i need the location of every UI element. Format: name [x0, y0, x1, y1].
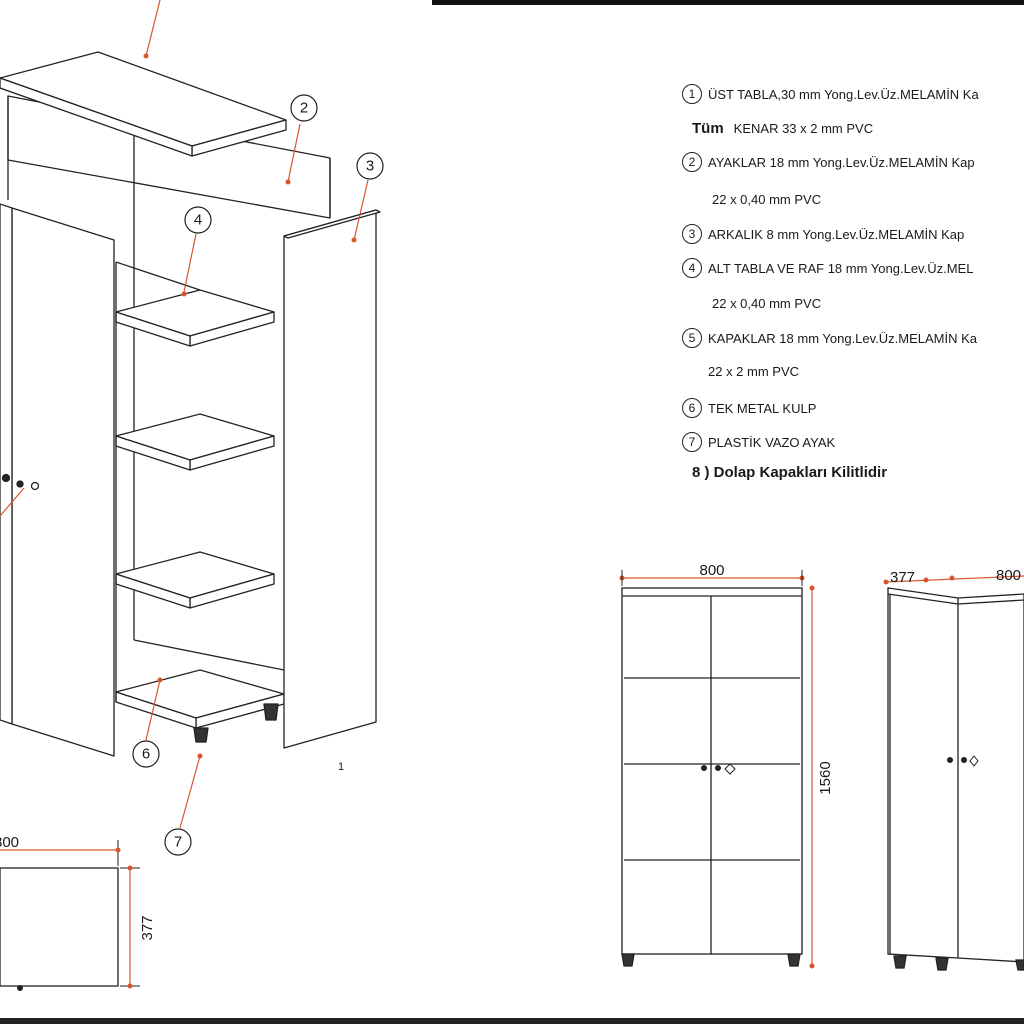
legend-text-4: ALT TABLA VE RAF 18 mm Yong.Lev.Üz.MEL [708, 260, 974, 276]
side-view [887, 587, 1024, 971]
callout-2 [290, 94, 318, 122]
legend-num-1: 1 [682, 84, 702, 104]
legend-text-4b: 22 x 0,40 mm PVC [712, 296, 822, 311]
foot-right [263, 703, 279, 721]
side-depth-label: 377 [890, 569, 915, 586]
plan-width-label: 800 [0, 834, 19, 851]
legend-text-3: ARKALIK 8 mm Yong.Lev.Üz.MELAMİN Kap [708, 226, 965, 242]
legend-row-6: 6 TEK METAL KULP [682, 398, 816, 418]
left-door [11, 207, 115, 757]
front-handles [701, 763, 736, 775]
legend-row-5: 5 KAPAKLAR 18 mm Yong.Lev.Üz.MELAMİN Ka [682, 328, 977, 348]
inner-rail-top [115, 261, 201, 291]
legend-row-8: 8 ) Dolap Kapakları Kilitlidir [692, 464, 887, 481]
legend-num-5: 5 [682, 328, 702, 348]
callout-7-label: 7 [174, 834, 182, 851]
legend-text-2b: 22 x 0,40 mm PVC [712, 192, 822, 207]
legend-num-4: 4 [682, 258, 702, 278]
callout-4-label: 4 [194, 212, 202, 229]
legend-num-7: 7 [682, 432, 702, 452]
front-height-label: 1560 [817, 761, 834, 794]
side-width-label: 800 [996, 567, 1021, 584]
lock-icon [16, 480, 24, 488]
foot-left [193, 727, 209, 743]
right-side-panel-top [283, 209, 381, 239]
parts-legend: 1 ÜST TABLA,30 mm Yong.Lev.Üz.MELAMİN Ka… [682, 80, 1024, 500]
inner-rail-bottom [133, 639, 285, 671]
legend-row-4: 4 ALT TABLA VE RAF 18 mm Yong.Lev.Üz.MEL [682, 258, 973, 278]
front-view [621, 587, 803, 967]
plan-view [0, 840, 140, 991]
top-board-side [0, 77, 193, 157]
legend-text-8: 8 ) Dolap Kapakları Kilitlidir [692, 464, 888, 481]
exploded-view [0, 51, 381, 757]
callout-6 [132, 740, 160, 768]
legend-text-5: KAPAKLAR 18 mm Yong.Lev.Üz.MELAMİN Ka [708, 330, 978, 346]
legend-row-1b: Tüm KENAR 33 x 2 mm PVC [692, 120, 873, 137]
left-door-edge [0, 203, 13, 725]
legend-row-1: 1 ÜST TABLA,30 mm Yong.Lev.Üz.MELAMİN Ka [682, 84, 979, 104]
callout-2-label: 2 [300, 100, 308, 117]
callout-3 [356, 152, 384, 180]
callout-6-label: 6 [142, 746, 150, 763]
callout-dots [143, 53, 357, 759]
legend-text-6: TEK METAL KULP [708, 400, 817, 416]
callout-lines [0, 0, 369, 829]
right-side-panel [283, 209, 377, 749]
legend-row-4b: 22 x 0,40 mm PVC [712, 296, 821, 311]
header-bar [432, 0, 1024, 5]
legend-text-1: ÜST TABLA,30 mm Yong.Lev.Üz.MELAMİN Ka [708, 86, 979, 102]
footer-bar [0, 1018, 1024, 1024]
legend-text-7: PLASTİK VAZO AYAK [708, 434, 836, 450]
stray-mark: 1 [338, 761, 344, 773]
legend-row-7: 7 PLASTİK VAZO AYAK [682, 432, 835, 452]
callout-3-label: 3 [366, 158, 374, 175]
side-handles [947, 755, 979, 767]
legend-text-1b: KENAR 33 x 2 mm PVC [733, 121, 874, 136]
legend-bold-tum: Tüm [692, 120, 724, 137]
legend-row-2: 2 AYAKLAR 18 mm Yong.Lev.Üz.MELAMİN Kap [682, 152, 975, 172]
legend-num-2: 2 [682, 152, 702, 172]
legend-num-6: 6 [682, 398, 702, 418]
callout-7 [164, 828, 192, 856]
front-dimensions [619, 570, 815, 969]
handle-icon [1, 473, 11, 483]
callout-4 [184, 206, 212, 234]
legend-num-3: 3 [682, 224, 702, 244]
legend-text-5b: 22 x 2 mm PVC [708, 364, 800, 379]
plan-depth-label: 377 [139, 915, 156, 940]
legend-row-5b: 22 x 2 mm PVC [708, 364, 799, 379]
legend-text-2: AYAKLAR 18 mm Yong.Lev.Üz.MELAMİN Kap [708, 154, 975, 170]
side-dimensions [883, 575, 1024, 585]
front-width-label: 800 [699, 562, 724, 579]
legend-row-3: 3 ARKALIK 8 mm Yong.Lev.Üz.MELAMİN Kap [682, 224, 964, 244]
callout-circles [132, 94, 384, 856]
legend-row-2b: 22 x 0,40 mm PVC [712, 192, 821, 207]
keyhole-icon [30, 481, 40, 491]
